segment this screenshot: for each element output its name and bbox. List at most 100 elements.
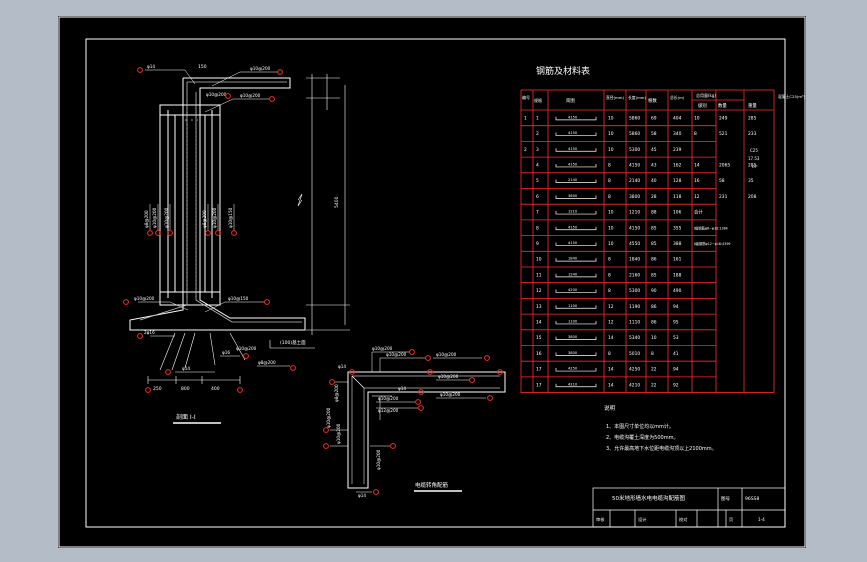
head-len: 长度(mm) xyxy=(628,95,646,100)
top-slab xyxy=(183,77,291,98)
label-v3: φ10@200 xyxy=(164,207,169,228)
cell-len: 4210 xyxy=(629,382,640,388)
cell-len: 3800 xyxy=(629,194,640,200)
cell-qty: 521 xyxy=(719,131,728,137)
corner-detail-view: φ10@200 φ10@200 φ10@200 φ14 φ10@200 φ14 … xyxy=(323,346,506,498)
cell-dia: 8 xyxy=(608,194,611,200)
corner-title: 电缆转角配筋 xyxy=(415,481,449,489)
cell-total: 340 xyxy=(673,131,682,137)
cell-dia: 8 xyxy=(608,272,611,278)
cell-dia: 14 xyxy=(608,367,614,373)
cell-count: 40 xyxy=(651,178,657,184)
table-border xyxy=(520,89,775,394)
cell-shape: 3800 xyxy=(568,335,578,339)
cell-qty: 231 xyxy=(719,194,728,200)
cell-shape: 1240 xyxy=(568,272,578,276)
label-cd-8: φ12@200 xyxy=(378,408,399,413)
cell-len: 1110 xyxy=(629,319,640,325)
cell-total: 106 xyxy=(673,210,682,216)
cell-shape: 2140 xyxy=(568,178,578,182)
label-cd-7: φ10@200 xyxy=(378,396,399,401)
label-cd-v4: φ8@200 xyxy=(334,384,339,402)
tb-check: 校对 xyxy=(679,516,687,523)
cell-seq: 4 xyxy=(536,162,539,168)
cell-grade: 8 xyxy=(694,131,697,137)
dim-foot-b: 800 xyxy=(181,386,190,392)
label-cd-5: φ10@200 xyxy=(438,374,459,379)
head-remark: 混凝土C25(m³) xyxy=(778,94,806,99)
label-phi14-foot: φ14 xyxy=(182,366,190,371)
label-cd-10: φ14 xyxy=(358,493,366,498)
cell-count: 43 xyxy=(651,162,657,168)
cell-seq: 6 xyxy=(536,194,539,200)
cell-dia: 10 xyxy=(608,131,614,137)
bar-shape-sketch xyxy=(555,336,597,340)
label-slab-inner-bar: φ10@200 xyxy=(206,92,227,97)
cell-qty: 2065 xyxy=(719,162,730,168)
cell-no: 2 xyxy=(524,147,527,153)
label-v2: φ10@200 xyxy=(152,207,157,228)
note-1: 1、本图尺寸单位均以mm计。 xyxy=(606,423,674,430)
bar-shape-sketch xyxy=(555,383,597,388)
label-cd-1: φ10@200 xyxy=(372,346,393,351)
cell-len: 5300 xyxy=(629,288,640,294)
title-block-title: 50米地形墙水电电缆沟配筋图 xyxy=(612,494,685,502)
cell-len: 5010 xyxy=(629,351,640,357)
label-slab-dist-bar: φ10@200 xyxy=(240,93,261,98)
cell-wt: 233 xyxy=(748,131,757,137)
cell-seq: 3 xyxy=(536,147,539,153)
cell-no: 1 xyxy=(524,115,527,121)
sheet-background xyxy=(58,16,806,548)
cell-total: 41 xyxy=(673,351,679,357)
wall-core xyxy=(159,104,221,306)
head-shape: 简图 xyxy=(566,97,575,104)
cell-count: 45 xyxy=(651,147,657,153)
cell-count: 90 xyxy=(651,288,657,294)
cell-total: 118 xyxy=(673,194,682,200)
cell-shape: 4150 xyxy=(568,225,578,229)
elevation-label: (100)基土面 xyxy=(280,339,306,346)
cell-seq: 16 xyxy=(536,351,542,357)
bar-shape-sketch xyxy=(555,116,597,121)
cell-len: 5300 xyxy=(629,147,640,153)
cell-dia: 10 xyxy=(608,115,614,121)
sheet-outer-border xyxy=(58,16,806,548)
bar-shape-sketch xyxy=(555,352,597,356)
side-unit: m³ xyxy=(752,164,758,169)
bar-shape-sketch xyxy=(555,289,597,293)
head-group: 总用量(kg) xyxy=(696,92,716,98)
cell-total: 128 xyxy=(673,178,682,184)
cell-shape: 1840 xyxy=(568,257,578,261)
cell-dia: 14 xyxy=(608,382,614,388)
corner-outline xyxy=(347,371,506,489)
cell-shape: 3800 xyxy=(568,351,578,355)
notes: 说明 1、本图尺寸单位均以mm计。 2、电缆沟覆土深度为500mm。 3、允许最… xyxy=(604,404,717,452)
cell-total: 490 xyxy=(673,288,682,294)
cell-count: 10 xyxy=(651,335,657,341)
cell-shape: 4150 xyxy=(568,131,578,135)
bar-shape-sketch xyxy=(555,320,597,325)
cell-count: 85 xyxy=(651,241,657,247)
drawing-frame xyxy=(85,38,786,528)
table-title: 钢筋及材料表 xyxy=(536,65,590,77)
label-cd-v3: φ10@200 xyxy=(376,449,381,470)
section-view: 5400 150 250 800 400 (100)基土面 xyxy=(123,64,350,424)
cell-dia: 10 xyxy=(608,225,614,231)
cell-shape: 4210 xyxy=(568,382,578,386)
cell-wt: 285 xyxy=(748,115,757,121)
dim-top: 150 xyxy=(198,64,207,70)
dim-foot-a: 250 xyxy=(153,386,162,392)
cell-wt: 208 xyxy=(748,194,757,200)
cell-seq: 1 xyxy=(536,115,539,121)
cell-count: 22 xyxy=(651,382,657,388)
cell-seq: 13 xyxy=(536,304,542,310)
tb-design: 设计 xyxy=(638,516,646,523)
cell-count: 69 xyxy=(651,115,657,121)
label-cd-2: φ10@200 xyxy=(386,352,407,357)
cell-seq: 15 xyxy=(536,335,542,341)
head-no: 编号 xyxy=(522,94,530,100)
section-title: 剖面 Ⅰ-Ⅰ xyxy=(176,413,196,421)
bar-shape-sketch xyxy=(555,258,597,262)
cell-count: 58 xyxy=(651,131,657,137)
